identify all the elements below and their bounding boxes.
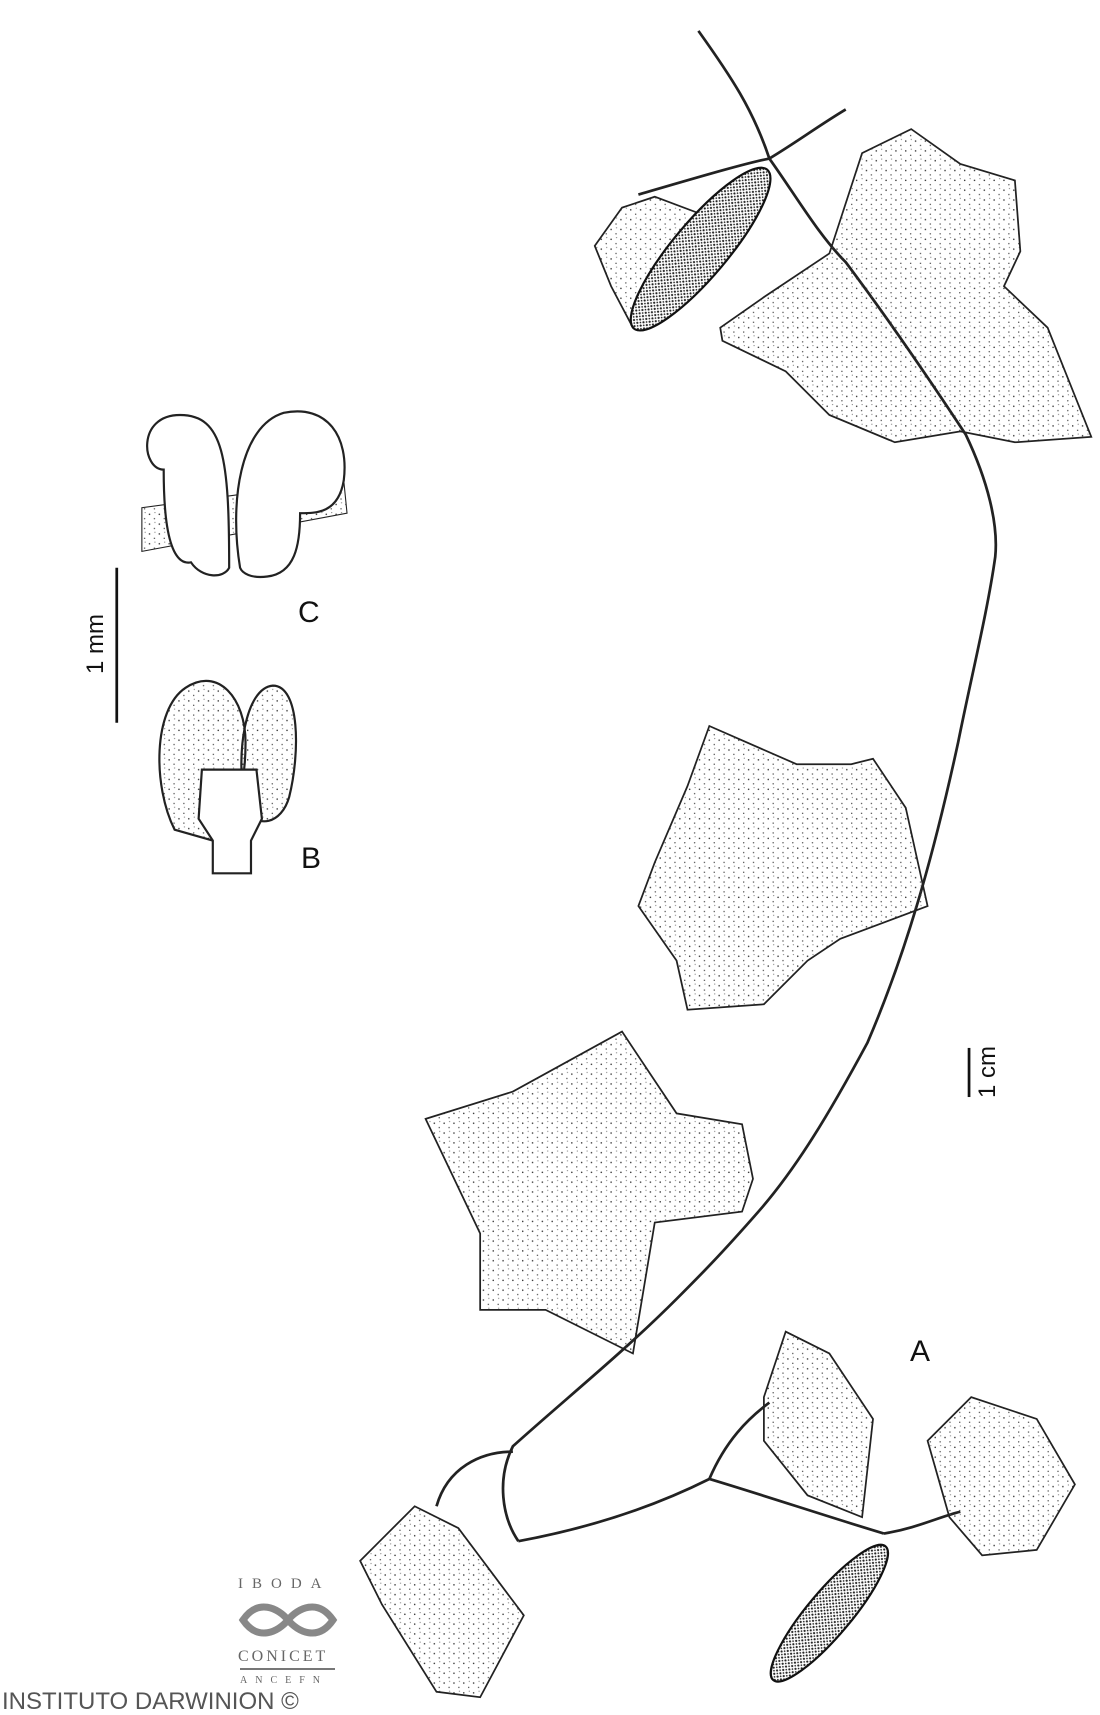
leaf	[424, 1030, 754, 1355]
figure-label-b: B	[301, 842, 322, 875]
logo-iboda: IBODA	[238, 1576, 331, 1592]
infinity-logo-icon	[238, 1603, 338, 1637]
logo-ancefn: ANCEFN	[240, 1675, 329, 1686]
scale-label-cm: 1 cm	[974, 1045, 1002, 1099]
fruit	[769, 1543, 890, 1683]
leaf	[926, 1396, 1076, 1557]
credit-text: INSTITUTO DARWINION ©	[2, 1688, 299, 1715]
logo-conicet: CONICET	[238, 1648, 329, 1665]
leaf	[637, 724, 929, 1011]
leaf	[359, 1505, 525, 1699]
fruit	[629, 166, 772, 332]
institution-logo: IBODA CONICET ANCEFN INSTITUTO DARWINION…	[0, 1568, 345, 1715]
detail-b	[158, 679, 298, 875]
scale-label-mm: 1 mm	[82, 614, 109, 674]
logo-divider	[240, 1668, 335, 1670]
leaf	[719, 128, 1093, 444]
leaf	[763, 1330, 874, 1519]
figure-label-c: C	[298, 596, 320, 629]
detail-c	[141, 410, 348, 579]
figure-label-a: A	[910, 1335, 931, 1368]
